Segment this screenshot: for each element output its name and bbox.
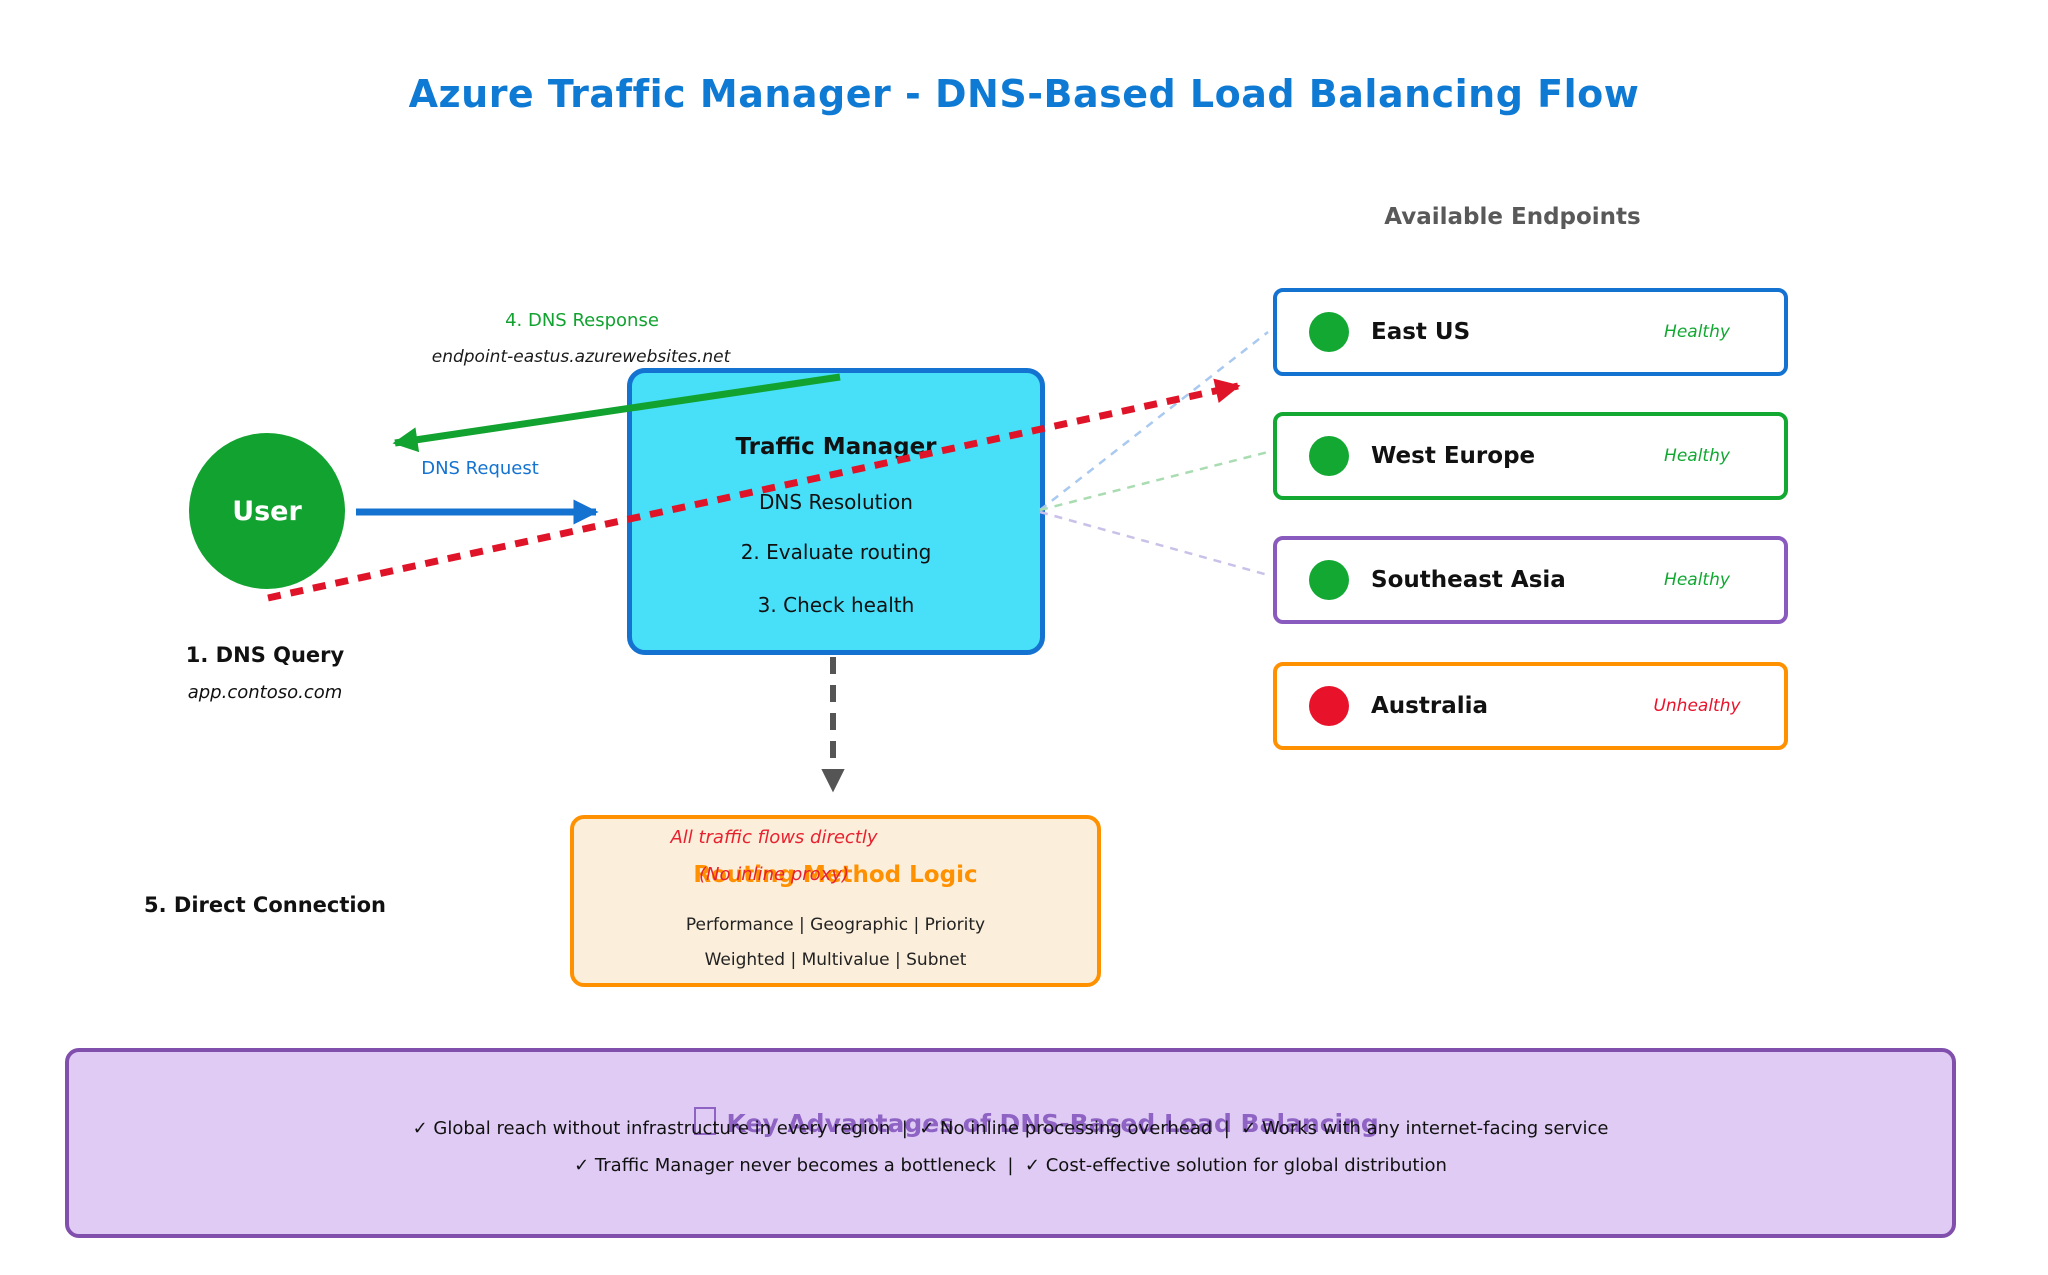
available-endpoints-heading: Available Endpoints	[1384, 204, 1641, 230]
endpoint-name: East US	[1371, 319, 1471, 345]
routing-methods-row1: Performance | Geographic | Priority	[685, 915, 986, 935]
health-dot-icon	[1309, 312, 1349, 352]
traffic-manager-step-dns-resolution: DNS Resolution	[759, 490, 913, 514]
dns-response-step-label: 4. DNS Response	[505, 310, 659, 331]
advantages-line-1: ✓ Global reach without infrastructure in…	[412, 1118, 1609, 1139]
endpoint-card-east-us: East US Healthy	[1273, 288, 1788, 376]
fan-line-southeast-asia	[1039, 510, 1269, 577]
direct-traffic-note-line2: (No inline proxy)	[698, 864, 849, 885]
key-advantages-title-text: Key Advantages of DNS-Based Load Balanci…	[726, 1109, 1379, 1138]
routing-methods-row2: Weighted | Multivalue | Subnet	[704, 950, 967, 970]
endpoint-name: West Europe	[1371, 443, 1536, 469]
key-icon	[694, 1107, 717, 1135]
health-dot-icon	[1309, 560, 1349, 600]
endpoint-name: Southeast Asia	[1371, 567, 1566, 593]
health-dot-icon	[1309, 436, 1349, 476]
traffic-manager-step-check-health: 3. Check health	[757, 593, 915, 617]
direct-traffic-note-line1: All traffic flows directly	[670, 827, 878, 848]
dns-query-step-label: 1. DNS Query	[185, 643, 345, 667]
endpoint-name: Australia	[1371, 693, 1489, 719]
health-dot-icon	[1309, 686, 1349, 726]
endpoint-status: Healthy	[1664, 322, 1730, 342]
traffic-manager-title: Traffic Manager	[735, 434, 937, 460]
traffic-manager-step-evaluate-routing: 2. Evaluate routing	[740, 540, 932, 564]
endpoint-status: Unhealthy	[1653, 696, 1741, 716]
traffic-manager-box: Traffic Manager DNS Resolution 2. Evalua…	[627, 368, 1045, 655]
user-label: User	[232, 495, 302, 527]
dns-response-value: endpoint-eastus.azurewebsites.net	[431, 347, 731, 367]
endpoint-status: Healthy	[1664, 570, 1730, 590]
advantages-line-2: ✓ Traffic Manager never becomes a bottle…	[574, 1155, 1447, 1176]
key-advantages-box: Key Advantages of DNS-Based Load Balanci…	[65, 1048, 1956, 1238]
endpoint-card-southeast-asia: Southeast Asia Healthy	[1273, 536, 1788, 624]
endpoint-card-west-europe: West Europe Healthy	[1273, 412, 1788, 500]
user-node: User	[189, 433, 345, 589]
endpoint-status: Healthy	[1664, 446, 1730, 466]
fan-line-west-europe	[1039, 450, 1269, 512]
direct-connection-step-label: 5. Direct Connection	[144, 893, 386, 917]
routing-method-logic-title: Routing Method Logic	[693, 862, 978, 888]
dns-request-label: DNS Request	[421, 458, 539, 479]
endpoint-card-australia: Australia Unhealthy	[1273, 662, 1788, 750]
key-advantages-title: Key Advantages of DNS-Based Load Balanci…	[69, 1078, 1952, 1167]
routing-method-logic-box: All traffic flows directly Routing Metho…	[570, 815, 1101, 987]
page-title: Azure Traffic Manager - DNS-Based Load B…	[408, 72, 1640, 116]
dns-query-domain: app.contoso.com	[187, 682, 343, 703]
fan-line-east-us	[1039, 331, 1269, 511]
